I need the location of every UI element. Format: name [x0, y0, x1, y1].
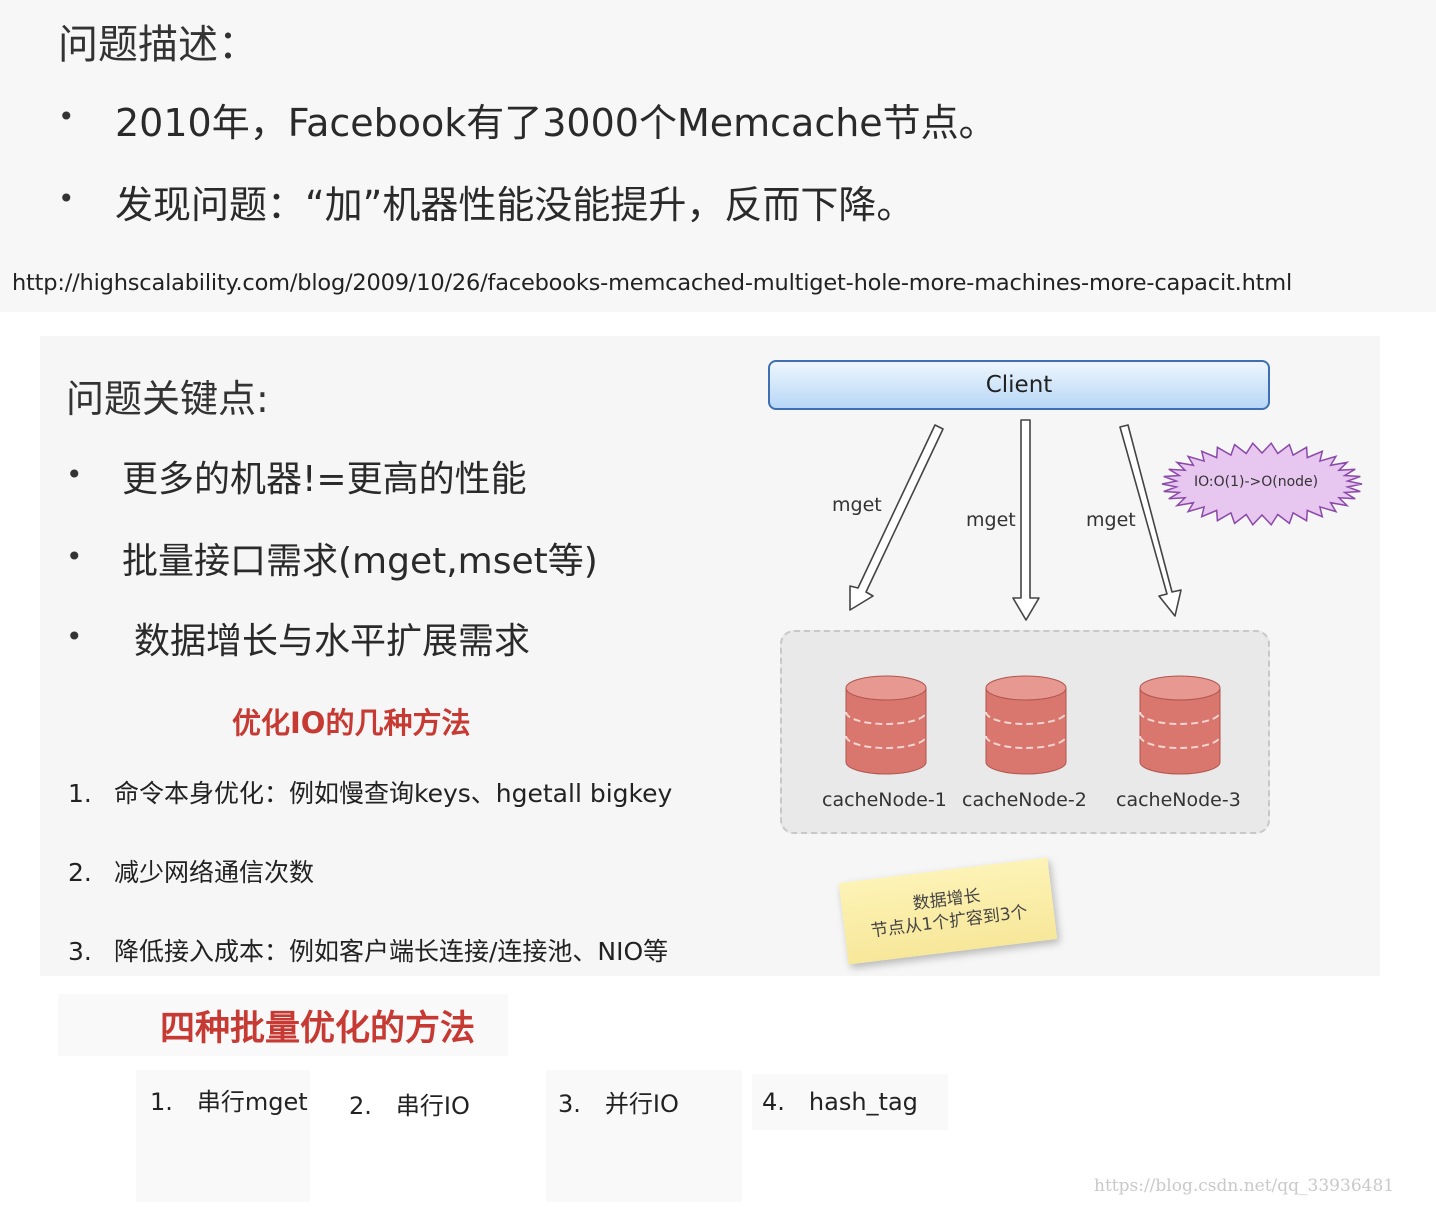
client-label: Client: [985, 372, 1053, 398]
mget-arrow-2: [1012, 419, 1040, 621]
database-icon: [985, 675, 1067, 775]
watermark: https://blog.csdn.net/qq_33936481: [1094, 1176, 1395, 1196]
io-method-text: 命令本身优化：例如慢查询keys、hgetall bigkey: [114, 779, 673, 808]
batch-method-3: 3. 并行IO: [558, 1084, 679, 1119]
keypoint-item-2: 批量接口需求(mget,mset等): [122, 541, 598, 582]
batch-method-number: 3.: [558, 1090, 581, 1118]
keypoint-item-3: 数据增长与水平扩展需求: [134, 621, 531, 662]
bullet-dot: •: [58, 100, 75, 133]
io-method-2: 2. 减少网络通信次数: [68, 853, 314, 889]
badge-burst: [1161, 441, 1363, 527]
batch-method-text: hash_tag: [808, 1088, 918, 1116]
bullet-dot: •: [58, 182, 75, 215]
badge-label: IO:O(1)->O(node): [1194, 474, 1319, 490]
batch-method-text: 串行IO: [395, 1092, 470, 1120]
batch-method-2: 2. 串行IO: [349, 1086, 470, 1121]
io-method-text: 减少网络通信次数: [114, 858, 315, 887]
batch-item-panel: [546, 1070, 742, 1202]
source-url[interactable]: http://highscalability.com/blog/2009/10/…: [12, 270, 1293, 296]
cache-node-label-1: cacheNode-1: [822, 789, 947, 811]
mget-arrow-3: [1119, 424, 1182, 617]
batch-method-text: 串行mget: [196, 1088, 308, 1116]
bullet-dot: •: [66, 540, 83, 573]
problem-title: 问题描述：: [58, 22, 258, 68]
batch-method-number: 2.: [349, 1092, 372, 1120]
keypoint-item-1: 更多的机器!=更高的性能: [122, 459, 527, 500]
io-method-number: 2.: [68, 858, 92, 887]
batch-method-number: 1.: [150, 1088, 173, 1116]
problem-bullet-1: 2010年，Facebook有了3000个Memcache节点。: [115, 101, 997, 145]
io-methods-title: 优化IO的几种方法: [232, 706, 471, 740]
client-box: Client: [768, 360, 1270, 410]
problem-bullet-2: 发现问题：“加”机器性能没能提升，反而下降。: [115, 183, 915, 227]
io-method-number: 3.: [68, 937, 92, 966]
mget-label-1: mget: [832, 494, 882, 516]
batch-method-number: 4.: [762, 1088, 785, 1116]
batch-method-1: 1. 串行mget: [150, 1082, 308, 1117]
batch-methods-title: 四种批量优化的方法: [160, 1009, 476, 1049]
keypoints-title: 问题关键点:: [66, 377, 269, 421]
database-icon: [1139, 675, 1221, 775]
batch-method-4: 4. hash_tag: [762, 1088, 918, 1116]
cache-node-icons: [845, 675, 1221, 775]
database-icon: [845, 675, 927, 775]
batch-item-panel: [752, 1074, 948, 1130]
batch-item-panel: [136, 1070, 310, 1202]
problem-section: [0, 0, 1436, 312]
io-method-text: 降低接入成本：例如客户端长连接/连接池、NIO等: [114, 937, 669, 966]
mget-arrow-1: [849, 424, 944, 611]
io-method-1: 1. 命令本身优化：例如慢查询keys、hgetall bigkey: [68, 774, 672, 810]
io-method-number: 1.: [68, 779, 92, 808]
cache-node-label-3: cacheNode-3: [1116, 789, 1241, 811]
batch-method-text: 并行IO: [604, 1090, 679, 1118]
mget-label-2: mget: [966, 509, 1016, 531]
bullet-dot: •: [66, 458, 83, 491]
io-method-3: 3. 降低接入成本：例如客户端长连接/连接池、NIO等: [68, 932, 668, 968]
batch-title-panel: [58, 994, 508, 1056]
mget-label-3: mget: [1086, 509, 1136, 531]
cache-node-label-2: cacheNode-2: [962, 789, 1087, 811]
bullet-dot: •: [66, 620, 83, 653]
